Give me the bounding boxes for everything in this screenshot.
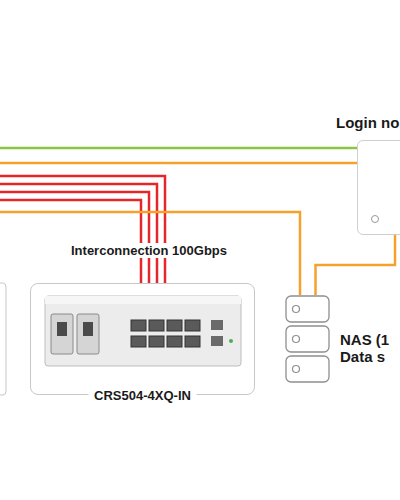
qsfp-port [185, 336, 200, 347]
switch-box: CRS504-4XQ-IN [30, 283, 255, 395]
switch-top [45, 296, 241, 304]
interconnect-wire [0, 176, 165, 283]
power-socket [57, 322, 67, 336]
network-link [316, 235, 396, 295]
server-led [293, 366, 300, 373]
network-wire [0, 147, 357, 150]
qsfp-port [167, 336, 182, 347]
server-led [293, 336, 300, 343]
qsfp-port [131, 336, 146, 347]
nas-server: NAS (1 Data s [285, 295, 330, 385]
node-label: CRS504-4XQ-IN [88, 388, 197, 403]
switch-chassis [45, 296, 241, 366]
tower-icon [358, 141, 400, 233]
server-unit [286, 296, 329, 322]
qsfp-port [185, 320, 200, 331]
switch-illustration [31, 284, 254, 394]
interconnect-wire [0, 184, 157, 283]
login-node-tower: Login no [357, 140, 400, 235]
status-led [229, 339, 233, 343]
qsfp-port [149, 336, 164, 347]
qsfp-port [149, 320, 164, 331]
power-led [372, 216, 379, 223]
power-supply [51, 314, 73, 354]
server-unit [286, 356, 329, 382]
network-wire [0, 162, 357, 165]
power-supply [77, 314, 99, 354]
node-label: Login no [336, 114, 399, 131]
node-label: NAS (1 Data s [340, 331, 400, 365]
interconnect-wire [0, 192, 149, 283]
server-led [293, 306, 300, 313]
qsfp-port [167, 320, 182, 331]
cropped-box [0, 283, 6, 395]
console-port [211, 320, 223, 330]
server-unit [286, 326, 329, 352]
server-stack-icon [285, 295, 330, 385]
mgmt-port [211, 336, 223, 346]
qsfp-port [131, 320, 146, 331]
power-socket [83, 322, 93, 336]
link-label: Interconnection 100Gbps [68, 243, 230, 258]
